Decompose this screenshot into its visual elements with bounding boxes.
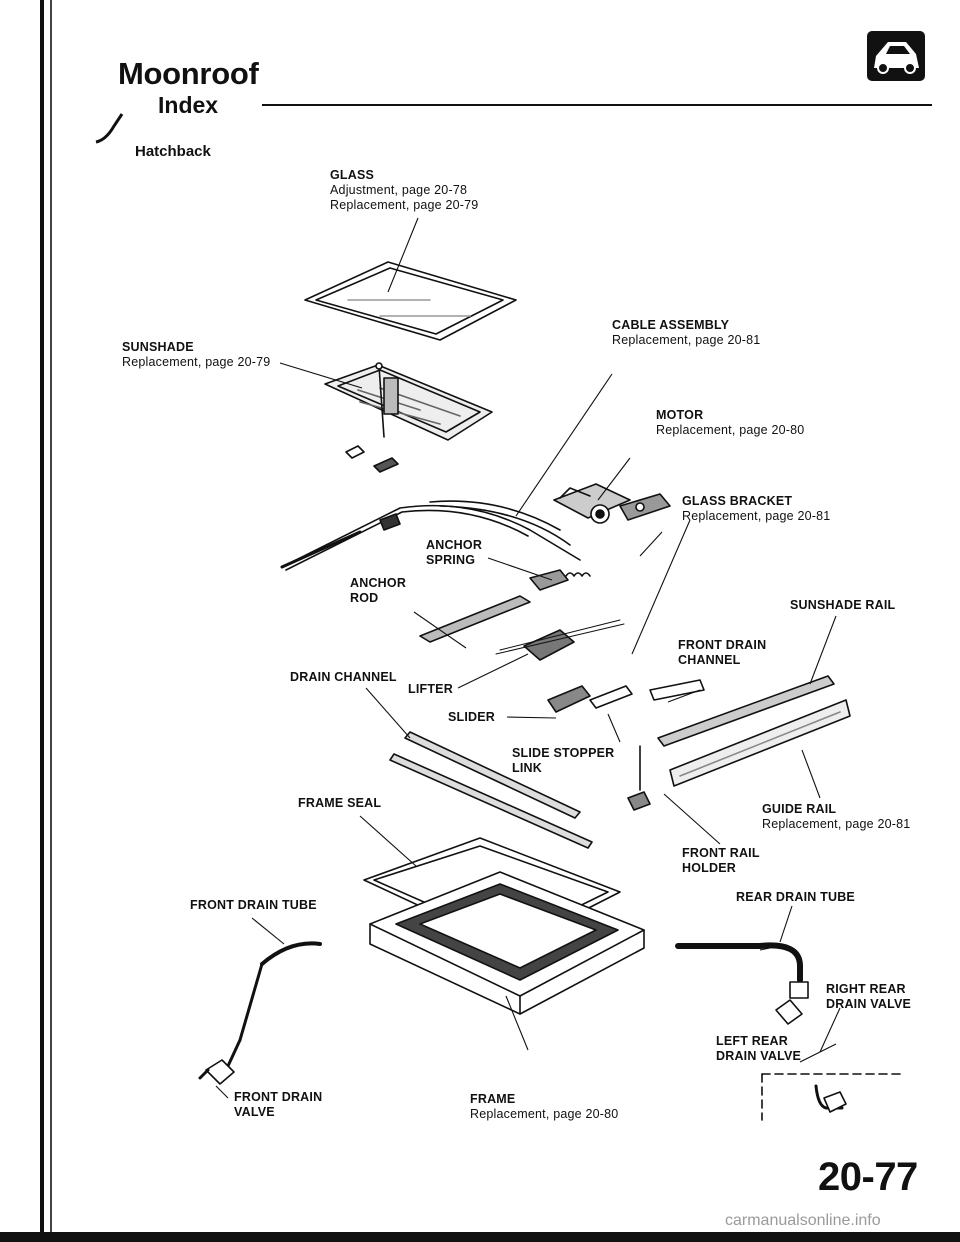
callout-frame: FRAME Replacement, page 20-80 bbox=[470, 1092, 618, 1122]
callout-slide-stopper-link-line1: SLIDE STOPPER bbox=[512, 746, 615, 760]
callout-glass-bracket-ref: Replacement, page 20-81 bbox=[682, 509, 831, 523]
callout-front-rail-holder-line2: HOLDER bbox=[682, 861, 736, 875]
callout-glass-ref1: Adjustment, page 20-78 bbox=[330, 183, 468, 197]
callout-glass-ref2: Replacement, page 20-79 bbox=[330, 198, 479, 212]
slider-part bbox=[547, 685, 591, 713]
front-rail-holder-part bbox=[627, 745, 651, 811]
car-body-icon bbox=[867, 31, 925, 81]
cable-assembly-part bbox=[280, 500, 581, 571]
right-rear-drain-valve-part bbox=[789, 981, 809, 999]
bottom-bar bbox=[0, 1232, 960, 1242]
callout-motor: MOTOR Replacement, page 20-80 bbox=[656, 408, 804, 438]
callout-slider: SLIDER bbox=[448, 710, 495, 725]
callout-right-rear-drain-valve-line1: RIGHT REAR bbox=[826, 982, 906, 996]
callout-front-drain-channel-line2: CHANNEL bbox=[678, 653, 741, 667]
callout-front-drain-valve-line2: VALVE bbox=[234, 1105, 275, 1119]
callout-front-drain-tube: FRONT DRAIN TUBE bbox=[190, 898, 317, 913]
callout-frame-seal-name: FRAME SEAL bbox=[298, 796, 382, 810]
callout-motor-ref: Replacement, page 20-80 bbox=[656, 423, 805, 437]
callout-rear-drain-tube-name: REAR DRAIN TUBE bbox=[736, 890, 855, 904]
rear-drain-tube-part bbox=[675, 942, 803, 983]
callout-front-rail-holder-line1: FRONT RAIL bbox=[682, 846, 760, 860]
callout-glass: GLASS Adjustment, page 20-78 Replacement… bbox=[330, 168, 478, 213]
callout-left-rear-drain-valve-line1: LEFT REAR bbox=[716, 1034, 788, 1048]
frame-part bbox=[369, 871, 645, 1015]
callout-glass-bracket: GLASS BRACKET Replacement, page 20-81 bbox=[682, 494, 830, 524]
binding-line-2 bbox=[50, 0, 52, 1242]
callout-slider-name: SLIDER bbox=[448, 710, 496, 724]
callout-lifter: LIFTER bbox=[408, 682, 453, 697]
anchor-rod-part bbox=[419, 595, 531, 643]
page-number: 20-77 bbox=[818, 1155, 918, 1199]
section-mark-icon bbox=[95, 113, 124, 144]
slide-stopper-link-part bbox=[589, 685, 633, 709]
callout-frame-ref: Replacement, page 20-80 bbox=[470, 1107, 619, 1121]
front-drain-tube-part bbox=[226, 941, 322, 1068]
callout-front-rail-holder: FRONT RAIL HOLDER bbox=[682, 846, 760, 876]
callout-sunshade-name: SUNSHADE bbox=[122, 340, 194, 354]
watermark: carmanualsonline.info bbox=[725, 1212, 881, 1229]
callout-motor-name: MOTOR bbox=[656, 408, 704, 422]
callout-cable-assembly-ref: Replacement, page 20-81 bbox=[612, 333, 761, 347]
callout-drain-channel-name: DRAIN CHANNEL bbox=[290, 670, 397, 684]
callout-right-rear-drain-valve-line2: DRAIN VALVE bbox=[826, 997, 912, 1011]
callout-anchor-rod: ANCHOR ROD bbox=[350, 576, 406, 606]
callout-anchor-rod-line1: ANCHOR bbox=[350, 576, 407, 590]
callout-lifter-name: LIFTER bbox=[408, 682, 453, 696]
guide-rail-part bbox=[669, 699, 851, 787]
callout-sunshade-rail: SUNSHADE RAIL bbox=[790, 598, 895, 613]
callout-front-drain-valve-line1: FRONT DRAIN bbox=[234, 1090, 323, 1104]
sunshade-rail-part bbox=[657, 675, 835, 747]
callout-frame-seal: FRAME SEAL bbox=[298, 796, 381, 811]
front-drain-valve-part bbox=[198, 1059, 235, 1085]
callout-left-rear-drain-valve: LEFT REAR DRAIN VALVE bbox=[716, 1034, 801, 1064]
callout-guide-rail-name: GUIDE RAIL bbox=[762, 802, 837, 816]
glass-part bbox=[304, 261, 517, 341]
callout-rear-drain-tube: REAR DRAIN TUBE bbox=[736, 890, 855, 905]
callout-slide-stopper-link: SLIDE STOPPER LINK bbox=[512, 746, 614, 776]
callout-sunshade-rail-name: SUNSHADE RAIL bbox=[790, 598, 896, 612]
sunshade-part bbox=[324, 362, 493, 473]
section-label: Hatchback bbox=[135, 143, 211, 160]
page-subtitle: Index bbox=[158, 92, 219, 118]
callout-anchor-spring-line2: SPRING bbox=[426, 553, 476, 567]
callout-front-drain-channel: FRONT DRAIN CHANNEL bbox=[678, 638, 766, 668]
callout-anchor-spring: ANCHOR SPRING bbox=[426, 538, 482, 568]
binding-edge bbox=[0, 0, 60, 1242]
callout-glass-name: GLASS bbox=[330, 168, 375, 182]
valve-detail-inset bbox=[761, 1073, 901, 1121]
callout-frame-name: FRAME bbox=[470, 1092, 516, 1106]
callout-cable-assembly-name: CABLE ASSEMBLY bbox=[612, 318, 730, 332]
page-title: Moonroof bbox=[118, 56, 259, 91]
drain-channel-part bbox=[389, 731, 593, 849]
callout-left-rear-drain-valve-line2: DRAIN VALVE bbox=[716, 1049, 802, 1063]
front-drain-channel-part bbox=[649, 679, 705, 701]
lifter-part bbox=[495, 619, 625, 661]
callout-front-drain-tube-name: FRONT DRAIN TUBE bbox=[190, 898, 317, 912]
anchor-spring-part bbox=[529, 569, 591, 591]
binding-line bbox=[40, 0, 44, 1242]
callout-sunshade-ref: Replacement, page 20-79 bbox=[122, 355, 271, 369]
callout-anchor-rod-line2: ROD bbox=[350, 591, 379, 605]
callout-glass-bracket-name: GLASS BRACKET bbox=[682, 494, 793, 508]
callout-right-rear-drain-valve: RIGHT REAR DRAIN VALVE bbox=[826, 982, 911, 1012]
callout-sunshade: SUNSHADE Replacement, page 20-79 bbox=[122, 340, 270, 370]
glass-bracket-part bbox=[619, 493, 671, 521]
callout-guide-rail-ref: Replacement, page 20-81 bbox=[762, 817, 911, 831]
motor-part bbox=[553, 483, 631, 524]
callout-drain-channel: DRAIN CHANNEL bbox=[290, 670, 397, 685]
callout-guide-rail: GUIDE RAIL Replacement, page 20-81 bbox=[762, 802, 910, 832]
left-rear-drain-valve-part bbox=[775, 999, 803, 1025]
callout-front-drain-channel-line1: FRONT DRAIN bbox=[678, 638, 767, 652]
callout-slide-stopper-link-line2: LINK bbox=[512, 761, 542, 775]
callout-cable-assembly: CABLE ASSEMBLY Replacement, page 20-81 bbox=[612, 318, 760, 348]
header-rule bbox=[262, 104, 932, 106]
callout-front-drain-valve: FRONT DRAIN VALVE bbox=[234, 1090, 322, 1120]
callout-anchor-spring-line1: ANCHOR bbox=[426, 538, 483, 552]
